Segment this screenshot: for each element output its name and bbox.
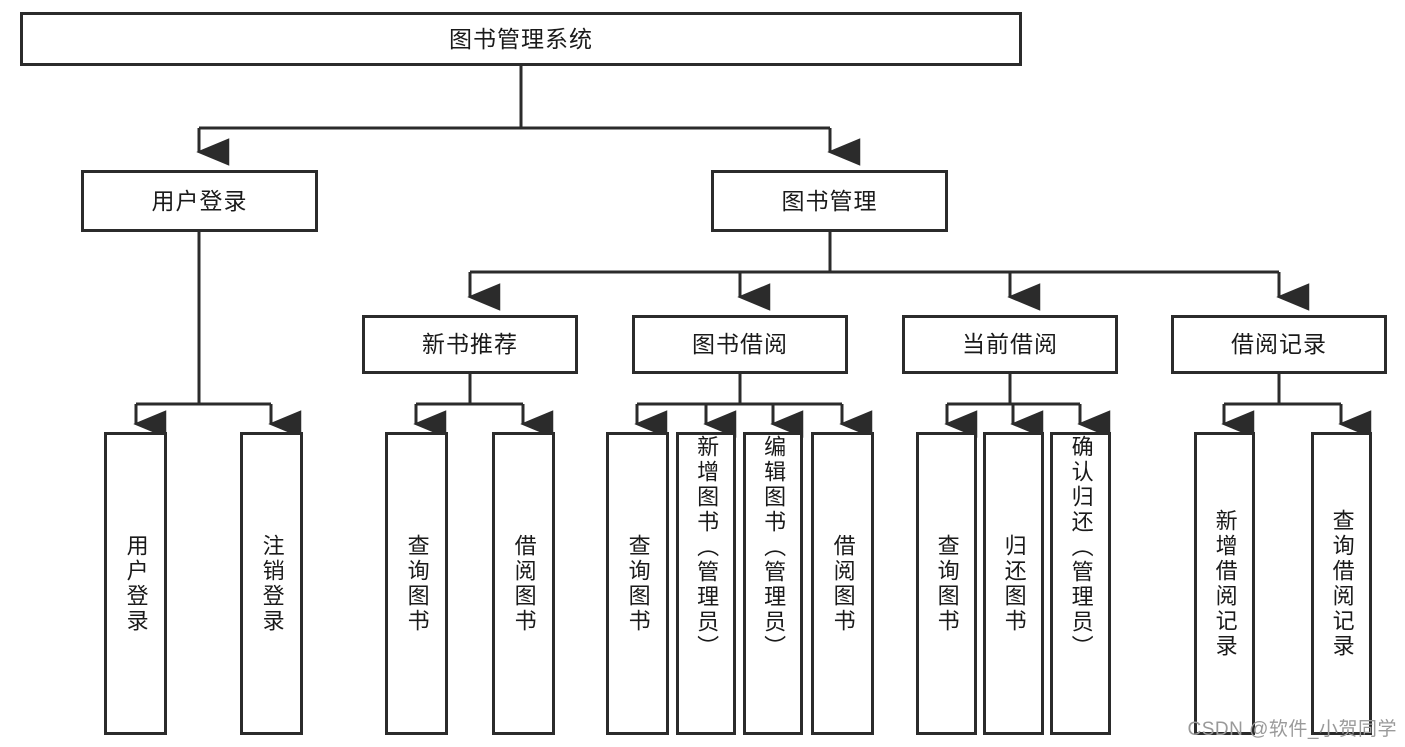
leaf-record-query-record[interactable]: 查询借阅记录 [1311,432,1372,735]
leaf-inner: 借阅图书 [814,435,871,732]
leaf-inner: 新增借阅记录 [1197,435,1252,732]
node-book-management-label: 图书管理 [781,187,878,214]
leaf-label: 新增图书（管理员） [694,435,720,660]
leaf-inner: 编辑图书（管理员） [746,435,800,732]
leaf-label: 查询图书 [404,533,430,634]
node-new-book-recommend[interactable]: 新书推荐 [362,315,578,374]
leaf-label: 查询借阅记录 [1329,508,1355,659]
node-book-borrow[interactable]: 图书借阅 [632,315,848,374]
node-borrow-record-label: 借阅记录 [1231,331,1327,358]
node-root-label: 图书管理系统 [449,25,593,52]
leaf-label: 确认归还（管理员） [1068,435,1094,660]
leaf-borrow-add-book-admin[interactable]: 新增图书（管理员） [676,432,736,735]
leaf-inner: 归还图书 [986,435,1041,732]
watermark: CSDN @软件_小贺同学 [1187,719,1397,740]
leaf-label: 查询图书 [934,533,960,634]
leaf-user-login-login[interactable]: 用户登录 [104,432,167,735]
node-book-borrow-label: 图书借阅 [692,331,788,358]
leaf-label: 注销登录 [259,533,285,634]
leaf-recommend-query-book[interactable]: 查询图书 [385,432,448,735]
node-root[interactable]: 图书管理系统 [20,12,1022,66]
node-user-login-label: 用户登录 [151,187,248,214]
leaf-borrow-edit-book-admin[interactable]: 编辑图书（管理员） [743,432,803,735]
leaf-label: 查询图书 [625,533,651,634]
leaf-inner: 查询图书 [609,435,666,732]
leaf-inner: 用户登录 [107,435,164,732]
leaf-recommend-borrow-book[interactable]: 借阅图书 [492,432,555,735]
node-book-management[interactable]: 图书管理 [711,170,948,232]
leaf-current-return-book[interactable]: 归还图书 [983,432,1044,735]
leaf-inner: 新增图书（管理员） [679,435,733,732]
leaf-label: 借阅图书 [511,533,537,634]
leaf-label: 编辑图书（管理员） [761,435,787,660]
leaf-borrow-query-book[interactable]: 查询图书 [606,432,669,735]
leaf-borrow-borrow-book[interactable]: 借阅图书 [811,432,874,735]
node-user-login[interactable]: 用户登录 [81,170,318,232]
node-current-borrow[interactable]: 当前借阅 [902,315,1118,374]
leaf-inner: 确认归还（管理员） [1053,435,1108,732]
leaf-label: 新增借阅记录 [1212,508,1238,659]
leaf-current-query-book[interactable]: 查询图书 [916,432,977,735]
leaf-label: 借阅图书 [830,533,856,634]
leaf-label: 归还图书 [1001,533,1027,634]
node-borrow-record[interactable]: 借阅记录 [1171,315,1387,374]
leaf-label: 用户登录 [123,533,149,634]
leaf-inner: 查询图书 [919,435,974,732]
node-current-borrow-label: 当前借阅 [962,331,1058,358]
leaf-inner: 查询借阅记录 [1314,435,1369,732]
leaf-inner: 注销登录 [243,435,300,732]
leaf-inner: 借阅图书 [495,435,552,732]
leaf-record-add-record[interactable]: 新增借阅记录 [1194,432,1255,735]
leaf-inner: 查询图书 [388,435,445,732]
leaf-user-login-logout[interactable]: 注销登录 [240,432,303,735]
leaf-current-confirm-return-admin[interactable]: 确认归还（管理员） [1050,432,1111,735]
node-new-book-recommend-label: 新书推荐 [422,331,518,358]
